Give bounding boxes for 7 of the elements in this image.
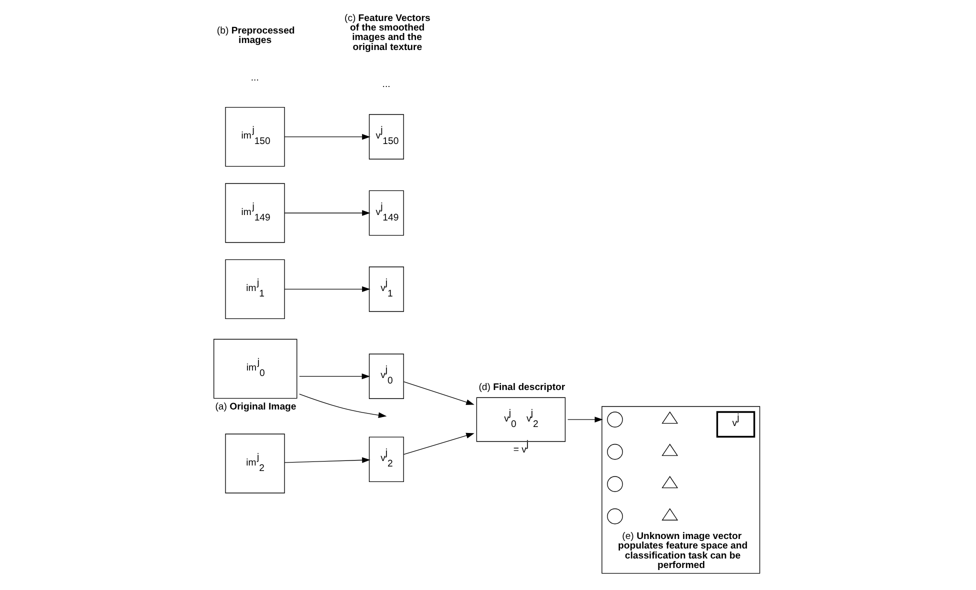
label: (b) Preprocessed images bbox=[216, 25, 295, 46]
node-label: (e) Unknown image vector populates feature space and classification task can be performed bbox=[618, 531, 748, 571]
label: (c) Feature Vectors of the smoothed images and the original texture bbox=[344, 12, 430, 53]
label: ... bbox=[250, 72, 259, 84]
node-label: (d) Final descriptor bbox=[478, 382, 566, 394]
node-label: (a) Original Image bbox=[215, 401, 296, 412]
label: ... bbox=[382, 79, 390, 90]
